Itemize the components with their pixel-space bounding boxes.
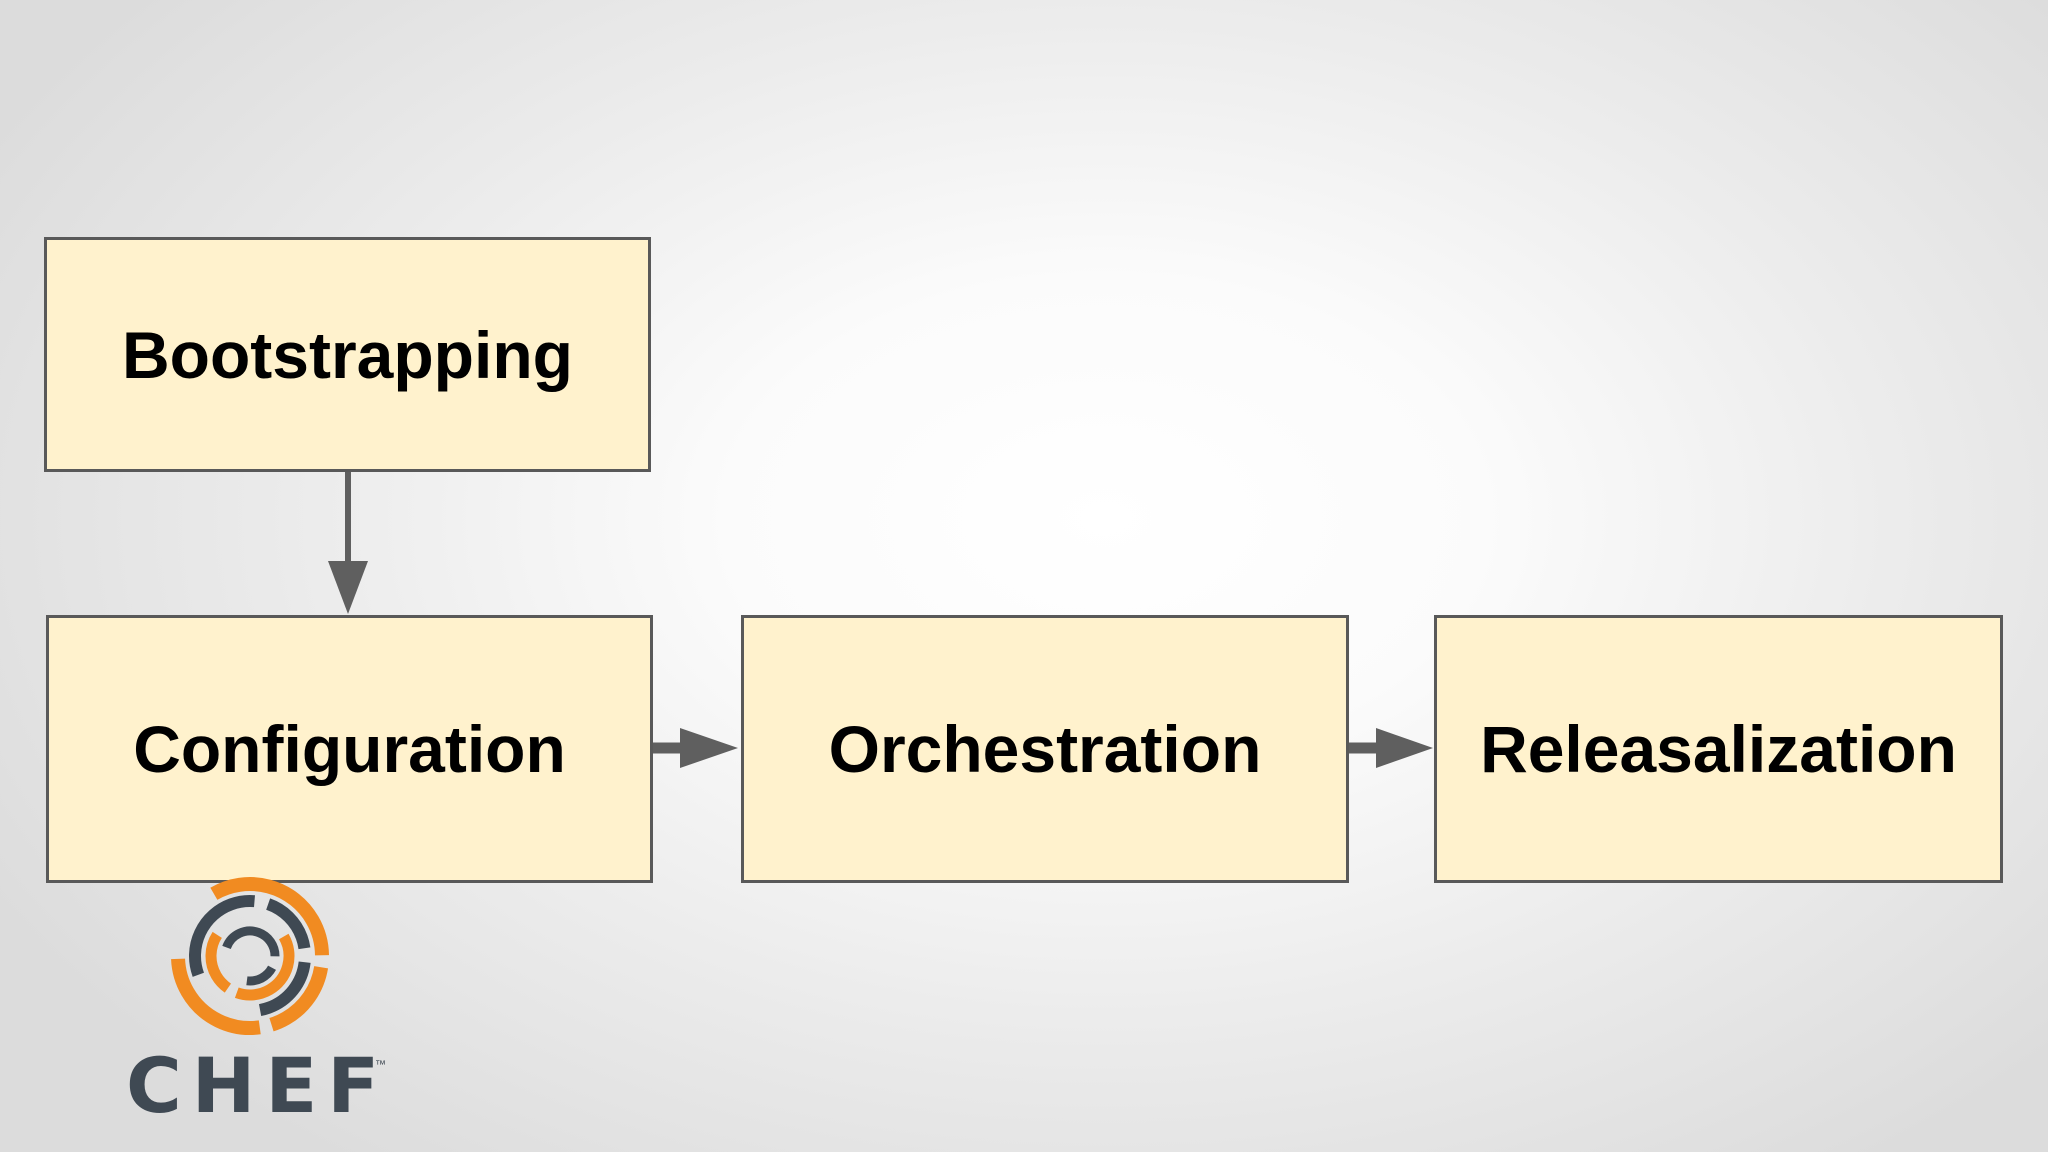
node-label-orchestration: Orchestration	[828, 712, 1262, 786]
node-bootstrapping: Bootstrapping	[44, 237, 651, 472]
node-label-releasalization: Releasalization	[1480, 712, 1957, 786]
edge-orchestration-to-releasalization	[1349, 728, 1433, 768]
trademark-symbol: ™	[375, 1059, 386, 1071]
chef-wordmark: CHEF	[126, 1041, 390, 1130]
node-orchestration: Orchestration	[741, 615, 1349, 883]
node-releasalization: Releasalization	[1434, 615, 2003, 883]
node-configuration: Configuration	[46, 615, 653, 883]
edge-bootstrapping-to-configuration	[328, 472, 368, 614]
node-label-bootstrapping: Bootstrapping	[122, 317, 573, 392]
edge-configuration-to-orchestration	[653, 728, 738, 768]
chef-logo-icon	[171, 876, 329, 1035]
node-label-configuration: Configuration	[133, 712, 566, 786]
